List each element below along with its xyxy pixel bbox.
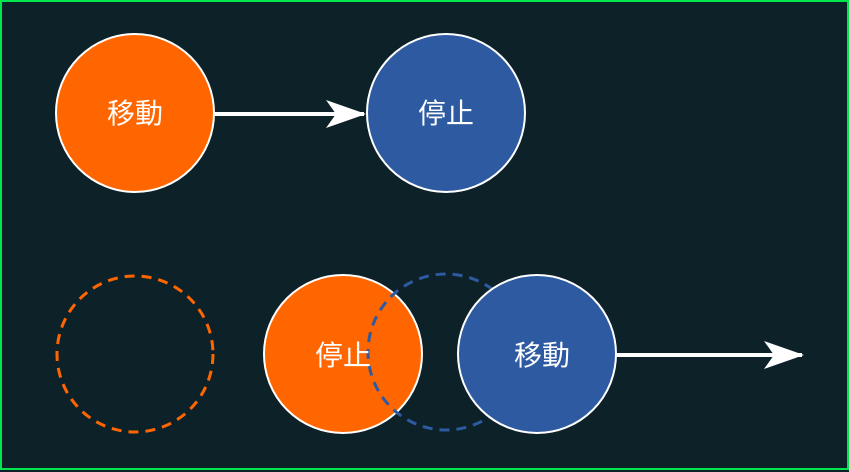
bottom-moving-label: 移動 [514,339,570,372]
top-moving-label: 移動 [107,97,163,130]
top-stopped-ball [366,33,526,193]
top-row: 移動 停止 [55,33,526,193]
top-moving-ball [55,33,215,193]
bottom-stopped-ball [263,274,423,434]
top-stopped-label: 停止 [418,97,474,130]
bottom-row: 停止 移動 [55,272,804,434]
orange-ghost-outline [55,274,215,434]
bottom-stopped-label: 停止 [315,339,371,372]
bottom-moving-ball [457,274,617,434]
